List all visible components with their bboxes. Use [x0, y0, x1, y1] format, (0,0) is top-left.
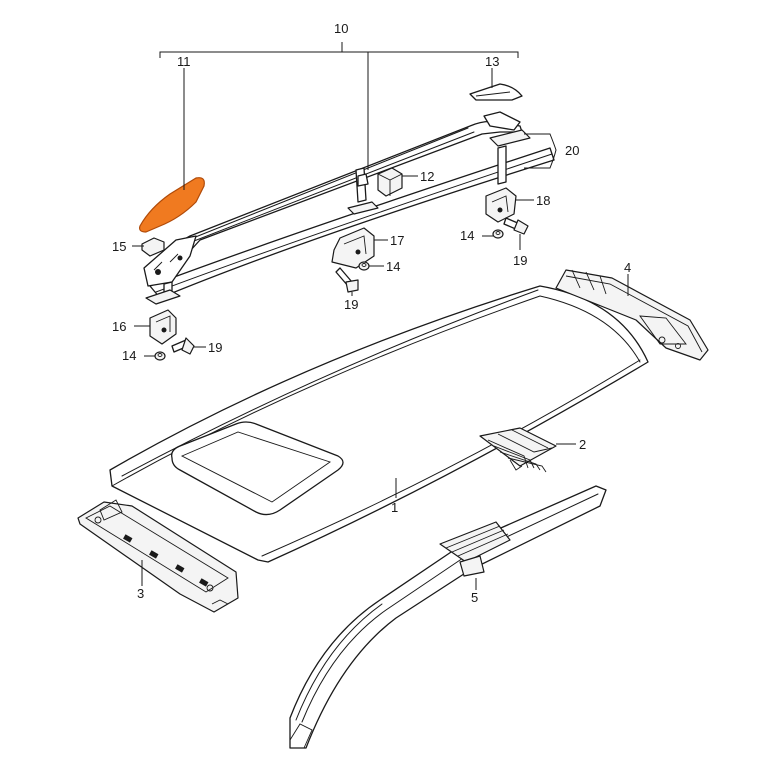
nut-14-center[interactable]	[358, 261, 370, 271]
callout-15: 15	[112, 239, 126, 254]
callout-1: 1	[391, 500, 398, 515]
callout-13: 13	[485, 54, 499, 69]
bracket-17[interactable]	[331, 227, 375, 269]
callout-14-center: 14	[386, 259, 400, 274]
callout-16: 16	[112, 319, 126, 334]
front-support-post[interactable]	[145, 281, 181, 305]
rear-end-cap[interactable]	[469, 83, 523, 101]
callout-12: 12	[420, 169, 434, 184]
callout-labels: 10 11 13 12 20 18 14 19 15 17 14 19 4 16…	[112, 21, 631, 605]
bracket-18[interactable]	[485, 187, 517, 223]
callout-14-rear: 14	[460, 228, 474, 243]
callout-11: 11	[177, 54, 191, 69]
callout-20: 20	[565, 143, 579, 158]
callout-14-front: 14	[122, 348, 136, 363]
rear-cross-member[interactable]	[555, 269, 709, 361]
callout-3: 3	[137, 586, 144, 601]
callout-5: 5	[471, 590, 478, 605]
roof-bow-strips[interactable]	[479, 427, 557, 473]
sunroof-opening[interactable]	[171, 421, 344, 516]
callout-17: 17	[390, 233, 404, 248]
callout-2: 2	[579, 437, 586, 452]
front-cross-member[interactable]	[77, 499, 239, 613]
callout-19-front: 19	[208, 340, 222, 355]
bracket-16[interactable]	[149, 309, 177, 345]
callout-4: 4	[624, 260, 631, 275]
leader-lines	[132, 42, 629, 590]
callout-19-center: 19	[344, 297, 358, 312]
screw-19-front[interactable]	[171, 337, 195, 355]
nut-14-rear[interactable]	[492, 229, 504, 239]
screw-19-rear[interactable]	[503, 217, 529, 235]
callout-19-rear: 19	[513, 253, 527, 268]
side-frame-rail[interactable]	[289, 485, 607, 749]
clip-15[interactable]	[141, 237, 165, 257]
roof-rail[interactable]	[143, 111, 555, 299]
nut-14-front[interactable]	[154, 351, 166, 361]
clip-12[interactable]	[377, 167, 403, 197]
rail-end-cap[interactable]	[139, 177, 205, 233]
rear-support-post[interactable]	[489, 129, 531, 185]
center-support-post[interactable]	[347, 167, 379, 215]
callout-10: 10	[334, 21, 348, 36]
callout-18: 18	[536, 193, 550, 208]
screw-19-center[interactable]	[335, 267, 359, 293]
highlighted-end-cap[interactable]	[139, 177, 205, 233]
